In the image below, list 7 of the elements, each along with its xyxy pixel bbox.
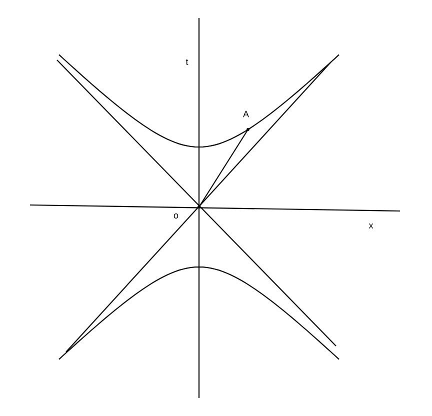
axis-label: t [186,59,188,65]
point [246,128,250,131]
line [198,129,248,208]
point-label: o [174,214,178,218]
point [198,206,200,208]
point-label: A [243,110,249,118]
axis-label: x [368,224,374,228]
